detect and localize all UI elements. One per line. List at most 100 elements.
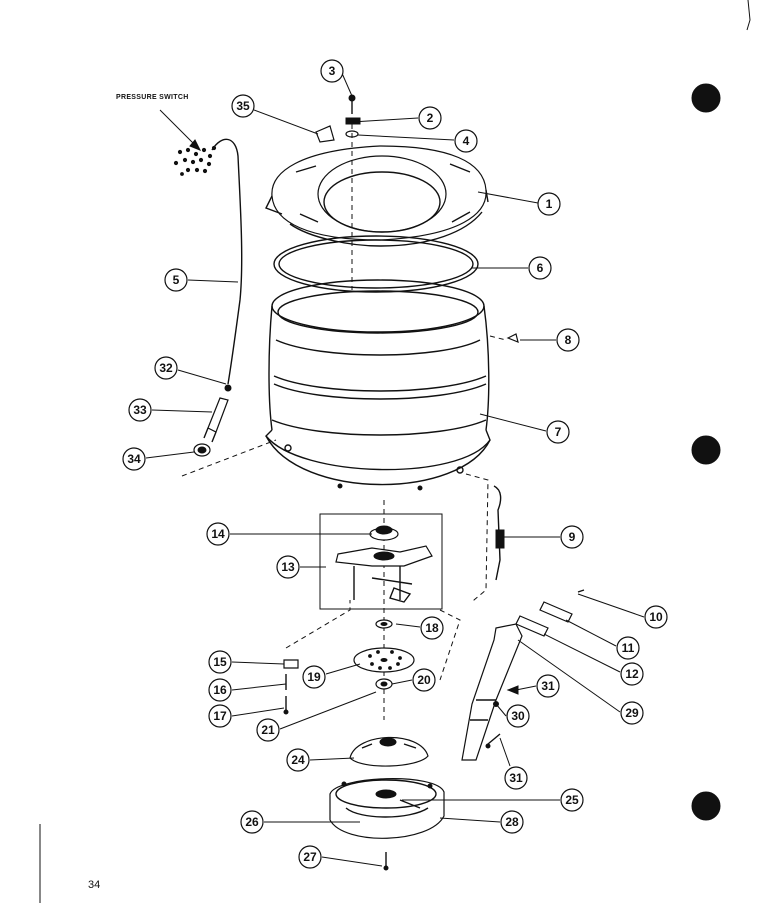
- cover-tab: [315, 125, 335, 143]
- punch-hole-bottom: [691, 791, 721, 821]
- svg-text:8: 8: [565, 333, 572, 347]
- svg-text:33: 33: [133, 403, 147, 417]
- svg-text:16: 16: [213, 683, 227, 697]
- motor-cover: [349, 736, 429, 767]
- callout-19: 19: [302, 665, 326, 689]
- svg-text:12: 12: [625, 667, 639, 681]
- callout-18: 18: [420, 616, 444, 640]
- clip: [345, 117, 361, 125]
- air-dome: [203, 397, 229, 443]
- pulley-plate: [353, 647, 415, 673]
- callout-14: 14: [206, 522, 230, 546]
- fastener-8: [506, 333, 519, 343]
- svg-text:10: 10: [649, 610, 663, 624]
- hose-clamp-32: [224, 384, 232, 392]
- callout-31-lower: 31: [504, 766, 528, 790]
- callout-6: 6: [528, 256, 552, 280]
- svg-text:32: 32: [159, 361, 173, 375]
- svg-text:26: 26: [245, 815, 259, 829]
- callout-21: 21: [256, 718, 280, 742]
- svg-text:7: 7: [555, 425, 562, 439]
- callout-24: 24: [286, 748, 310, 772]
- callout-15: 15: [208, 650, 232, 674]
- callout-16: 16: [208, 678, 232, 702]
- leg-29: [461, 623, 523, 761]
- seal-kit: [369, 525, 399, 541]
- svg-text:13: 13: [281, 560, 295, 574]
- svg-text:21: 21: [261, 723, 275, 737]
- pressure-switch: [159, 109, 217, 176]
- base-assembly: [329, 778, 445, 839]
- callout-27: 27: [298, 845, 322, 869]
- screw-31-lower: [485, 733, 501, 749]
- callout-2: 2: [418, 106, 442, 130]
- leader-lines: [145, 70, 645, 867]
- svg-text:30: 30: [511, 709, 525, 723]
- svg-text:28: 28: [505, 815, 519, 829]
- callout-11: 11: [616, 636, 640, 660]
- svg-text:18: 18: [425, 621, 439, 635]
- svg-text:31: 31: [509, 771, 523, 785]
- punch-hole-top: [691, 83, 721, 113]
- svg-text:19: 19: [307, 670, 321, 684]
- callout-3: 3: [320, 59, 344, 83]
- svg-text:24: 24: [291, 753, 305, 767]
- svg-text:3: 3: [329, 64, 336, 78]
- screw-17: [283, 696, 289, 715]
- callout-35: 35: [231, 94, 255, 118]
- pressure-hose: [211, 138, 243, 385]
- tub-cover: [265, 145, 489, 247]
- outer-tub: [265, 279, 491, 491]
- svg-text:5: 5: [173, 273, 180, 287]
- callout-28: 28: [500, 810, 524, 834]
- bracket-15: [283, 659, 299, 669]
- washer-18: [375, 619, 393, 629]
- callout-1: 1: [537, 192, 561, 216]
- punch-hole-middle: [691, 435, 721, 465]
- svg-text:29: 29: [625, 706, 639, 720]
- svg-text:11: 11: [622, 641, 635, 655]
- page-edge-mark: [746, 0, 751, 31]
- callout-25: 25: [560, 788, 584, 812]
- svg-text:31: 31: [541, 679, 555, 693]
- tub-gasket: [273, 235, 479, 293]
- callout-17: 17: [208, 704, 232, 728]
- callout-34: 34: [122, 447, 146, 471]
- callout-33: 33: [128, 398, 152, 422]
- drain-fitting: [493, 485, 505, 581]
- callout-9: 9: [560, 525, 584, 549]
- callout-26: 26: [240, 810, 264, 834]
- callout-group: 1 2 3 4 5 6 7 8 9 10 11 12 13 14 15 16 1…: [122, 59, 668, 869]
- callout-31-upper: 31: [536, 674, 560, 698]
- svg-text:1: 1: [546, 197, 553, 211]
- svg-text:14: 14: [211, 527, 225, 541]
- seal-assembly-box: [319, 513, 443, 610]
- callout-30: 30: [506, 704, 530, 728]
- bearing-assembly: [335, 545, 433, 603]
- nut-20: [375, 678, 393, 690]
- callout-13: 13: [276, 555, 300, 579]
- punch-holes: [691, 83, 721, 821]
- svg-text:34: 34: [127, 452, 141, 466]
- grommet: [193, 443, 211, 457]
- svg-text:6: 6: [537, 261, 544, 275]
- svg-text:20: 20: [417, 673, 431, 687]
- screw-27: [383, 852, 389, 871]
- callout-7: 7: [546, 420, 570, 444]
- svg-text:9: 9: [569, 530, 576, 544]
- svg-text:4: 4: [463, 134, 470, 148]
- callout-32: 32: [154, 356, 178, 380]
- svg-text:27: 27: [303, 850, 317, 864]
- pressure-switch-caption: PRESSURE SWITCH: [116, 94, 189, 101]
- support-brackets: [515, 589, 585, 637]
- page-number: 34: [88, 879, 100, 891]
- callout-5: 5: [164, 268, 188, 292]
- svg-text:2: 2: [427, 111, 434, 125]
- callout-20: 20: [412, 668, 436, 692]
- callout-8: 8: [556, 328, 580, 352]
- svg-text:17: 17: [213, 709, 227, 723]
- svg-text:15: 15: [213, 655, 227, 669]
- callout-4: 4: [454, 129, 478, 153]
- svg-text:25: 25: [565, 793, 579, 807]
